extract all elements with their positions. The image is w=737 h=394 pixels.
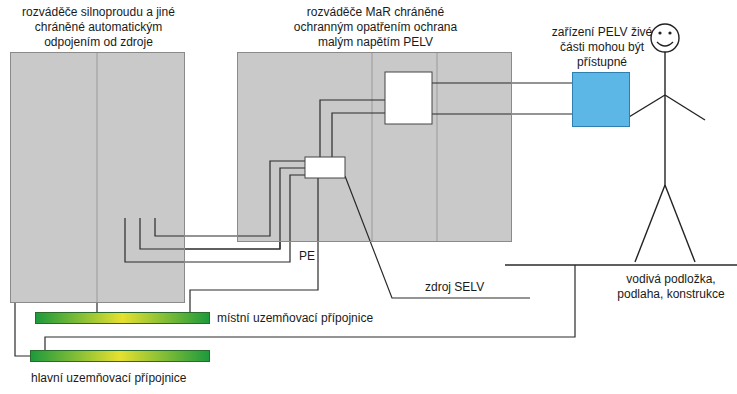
panel-divider [97,52,98,303]
wire-connector [190,242,318,312]
conductor-label: PE [299,249,329,264]
panel-divider [437,52,438,242]
node-heading: rozváděče silnoproudu a jiné chráněné au… [9,5,189,50]
earth-wire [45,265,575,350]
power-wire [140,168,305,249]
mar-cabinet: rozváděče MaR chráněné ochranným opatřen… [237,52,512,242]
node-heading: zařízení PELV živé části mohou být příst… [548,25,656,70]
selv-wire [345,176,530,298]
pelv-wire [320,100,385,157]
figure-eye [668,31,671,34]
node-heading: rozváděče MaR chráněné ochranným opatřen… [288,5,463,50]
pelv-wire [332,113,385,157]
wire-connector [15,303,30,356]
pelv-wire [432,113,572,114]
wire-connector [185,242,280,249]
transformer-box [305,157,345,178]
source-label: zdroj SELV [425,280,525,295]
figure-arm [665,95,705,120]
pe-wire [317,178,318,242]
figure-arm [624,95,665,120]
node-heading: místní uzemňovací přípojnice [217,311,437,326]
figure-head [651,24,679,52]
earth-bar: místní uzemňovací přípojnice [35,312,210,324]
power-cabinet: rozváděče silnoproudu a jiné chráněné au… [10,52,185,303]
figure-body [664,52,665,185]
device-box [385,72,432,124]
floor-label: vodivá podložka, podlaha, konstrukce [612,272,730,302]
pelv-device: zařízení PELV živé části mohou být příst… [572,72,630,127]
power-wire [155,161,305,236]
figure-smile [657,42,673,46]
earth-bar: hlavní uzemňovací přípojnice [30,350,210,362]
cabinet-fill [10,52,185,303]
wire-connector [512,82,572,83]
cabinet-fill [237,52,512,242]
figure-eye [658,31,661,34]
wire-connector [96,303,97,312]
figure-leg [665,185,695,262]
node-heading: hlavní uzemňovací přípojnice [31,371,271,386]
panel-divider [372,52,373,242]
figure-leg [635,185,665,262]
pelv-wire [432,82,512,83]
conductive-floor [505,264,737,266]
